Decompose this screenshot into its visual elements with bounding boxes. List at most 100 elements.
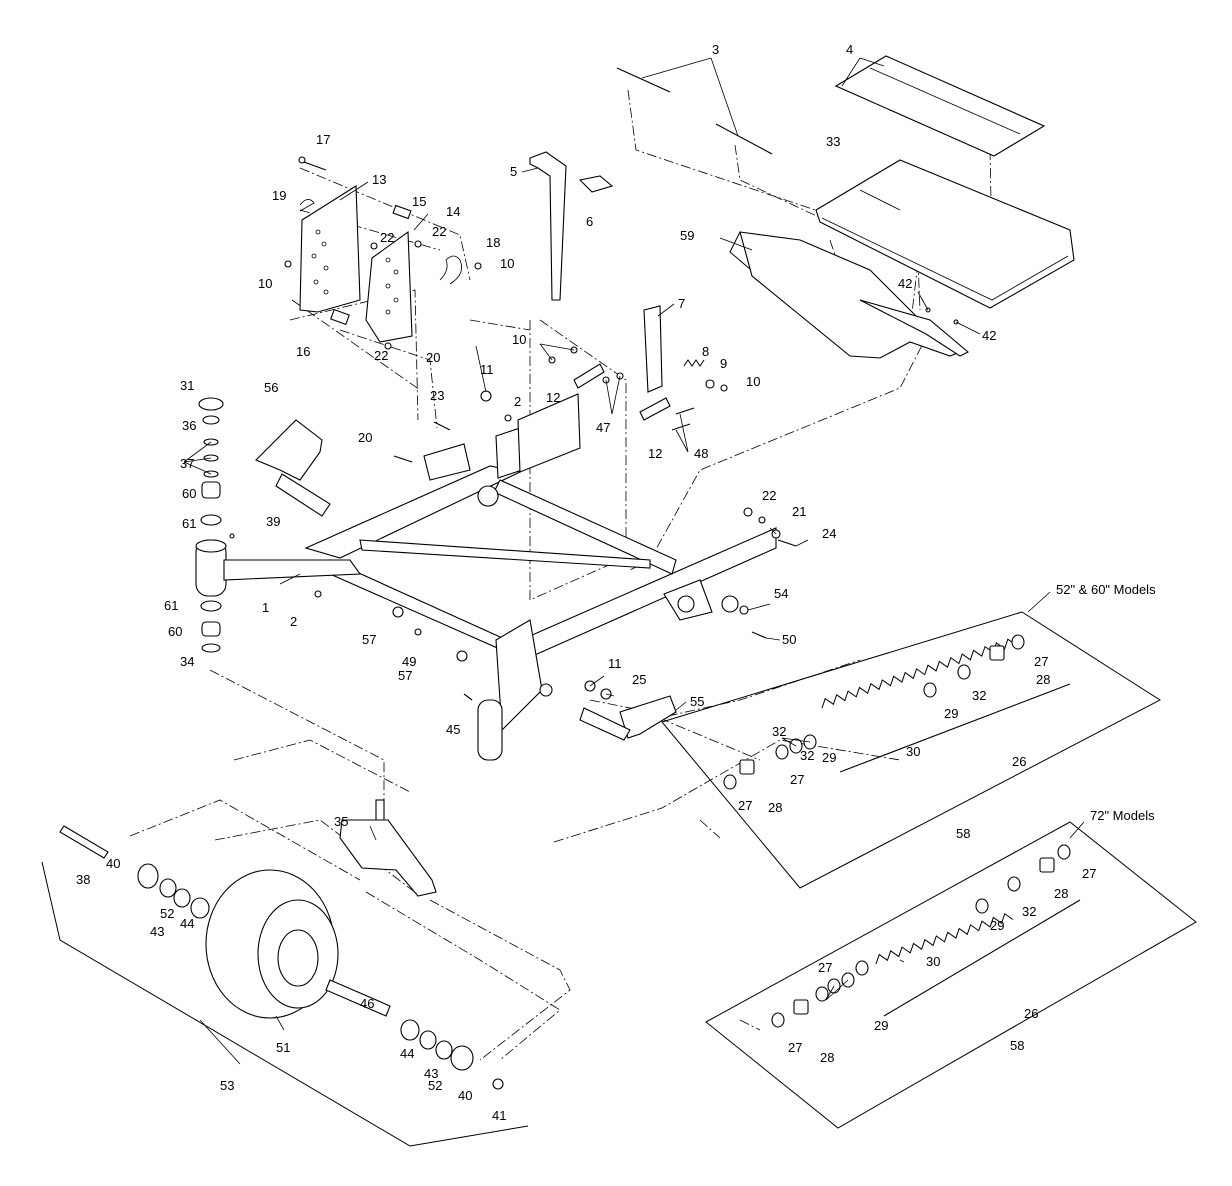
callout-label: 26 — [1024, 1006, 1038, 1021]
left-bracket — [423, 443, 471, 481]
shim-3a — [616, 67, 671, 93]
callout-label: 28 — [1054, 886, 1068, 901]
hand-lever — [529, 151, 728, 431]
rod-26b — [883, 899, 1081, 1017]
arm-1 — [223, 559, 362, 581]
bolt-17 — [298, 156, 327, 171]
frame-rail-rear — [493, 479, 677, 575]
callout-label: 42 — [982, 328, 996, 343]
callout-label: 45 — [446, 722, 460, 737]
callout-label: 27 — [1034, 654, 1048, 669]
callout-label: 29 — [990, 918, 1004, 933]
panel-13 — [299, 185, 361, 313]
main-frame — [304, 393, 777, 761]
callout-label: 32 — [1022, 904, 1036, 919]
model-labels: 52" & 60" Models 72" Models — [1056, 582, 1156, 823]
callout-label: 58 — [956, 826, 970, 841]
callout-label: 51 — [276, 1040, 290, 1055]
callout-label: 27 — [1082, 866, 1096, 881]
callout-label: 49 — [402, 654, 416, 669]
callout-label: 43 — [150, 924, 164, 939]
callout-label: 10 — [746, 374, 760, 389]
pin-15 — [392, 204, 412, 220]
mount-plate — [517, 393, 581, 473]
callout-label: 46 — [360, 996, 374, 1011]
callout-label: 32 — [972, 688, 986, 703]
callout-label: 18 — [486, 235, 500, 250]
callout-label: 2 — [514, 394, 521, 409]
spring-30b — [875, 912, 1014, 965]
pivot-56 — [255, 419, 323, 481]
callout-label: 8 — [702, 344, 709, 359]
caster-stack — [198, 397, 224, 653]
callout-label: 44 — [180, 916, 194, 931]
callout-label: 12 — [648, 446, 662, 461]
callout-label: 15 — [412, 194, 426, 209]
rod-26a — [839, 683, 1071, 773]
callout-label: 37 — [180, 456, 194, 471]
callout-label: 12 — [546, 390, 560, 405]
callout-label: 3 — [712, 42, 719, 57]
fork-35 — [339, 819, 437, 897]
caster-wheel-assembly — [59, 799, 504, 1090]
callout-label: 17 — [316, 132, 330, 147]
strip-59 — [859, 299, 969, 357]
caster-arm — [195, 419, 677, 741]
callout-label: 52 — [428, 1078, 442, 1093]
pin-16 — [330, 308, 350, 326]
callout-label: 57 — [362, 632, 376, 647]
shaft-55 — [579, 707, 631, 741]
leader-lines — [183, 57, 1085, 1065]
spring-kit-52-60 — [723, 634, 1071, 790]
callout-label: 30 — [906, 744, 920, 759]
callout-label: 35 — [334, 814, 348, 829]
callout-label: 29 — [944, 706, 958, 721]
lever-5 — [529, 151, 567, 301]
callout-label: 13 — [372, 172, 386, 187]
callout-label: 60 — [168, 624, 182, 639]
callout-label: 57 — [398, 668, 412, 683]
footrest-plate-33 — [815, 159, 1075, 309]
washer-9 — [705, 379, 715, 389]
callout-label: 22 — [432, 224, 446, 239]
spring-kit-72 — [771, 844, 1081, 1028]
callout-label: 11 — [608, 656, 622, 671]
callout-label: 38 — [76, 872, 90, 887]
callout-label: 20 — [358, 430, 372, 445]
callout-label: 27 — [738, 798, 752, 813]
callout-labels: 1 2 2 3 4 5 6 7 8 9 10 10 10 10 11 11 12… — [76, 42, 1096, 1123]
callout-label: 27 — [818, 960, 832, 975]
callout-label: 10 — [258, 276, 272, 291]
spring-8 — [683, 359, 705, 367]
callout-label: 25 — [632, 672, 646, 687]
group-outlines — [41, 231, 1197, 1147]
wheel-group-outline — [41, 861, 529, 1147]
callout-label: 42 — [898, 276, 912, 291]
callout-label: 2 — [290, 614, 297, 629]
callout-label: 58 — [1010, 1038, 1024, 1053]
callout-label: 27 — [788, 1040, 802, 1055]
callout-label: 61 — [164, 598, 178, 613]
clip-19 — [299, 199, 315, 212]
spring-18 — [439, 255, 463, 285]
callout-label: 32 — [772, 724, 786, 739]
callout-label: 20 — [426, 350, 440, 365]
frame-rail-front — [329, 559, 521, 659]
callout-label: 50 — [782, 632, 796, 647]
callout-label: 26 — [1012, 754, 1026, 769]
callout-label: 48 — [694, 446, 708, 461]
callout-label: 16 — [296, 344, 310, 359]
callout-label: 61 — [182, 516, 196, 531]
kit-box-52-60 — [661, 611, 1161, 889]
callout-label: 60 — [182, 486, 196, 501]
misc-hardware — [229, 307, 959, 701]
shield-4 — [834, 55, 1046, 157]
frame-crossbar — [359, 539, 651, 569]
callout-label: 31 — [180, 378, 194, 393]
callout-label: 27 — [790, 772, 804, 787]
callout-label: 19 — [272, 188, 286, 203]
callout-label: 34 — [180, 654, 194, 669]
shim-3b — [715, 123, 773, 155]
callout-label: 40 — [458, 1088, 472, 1103]
